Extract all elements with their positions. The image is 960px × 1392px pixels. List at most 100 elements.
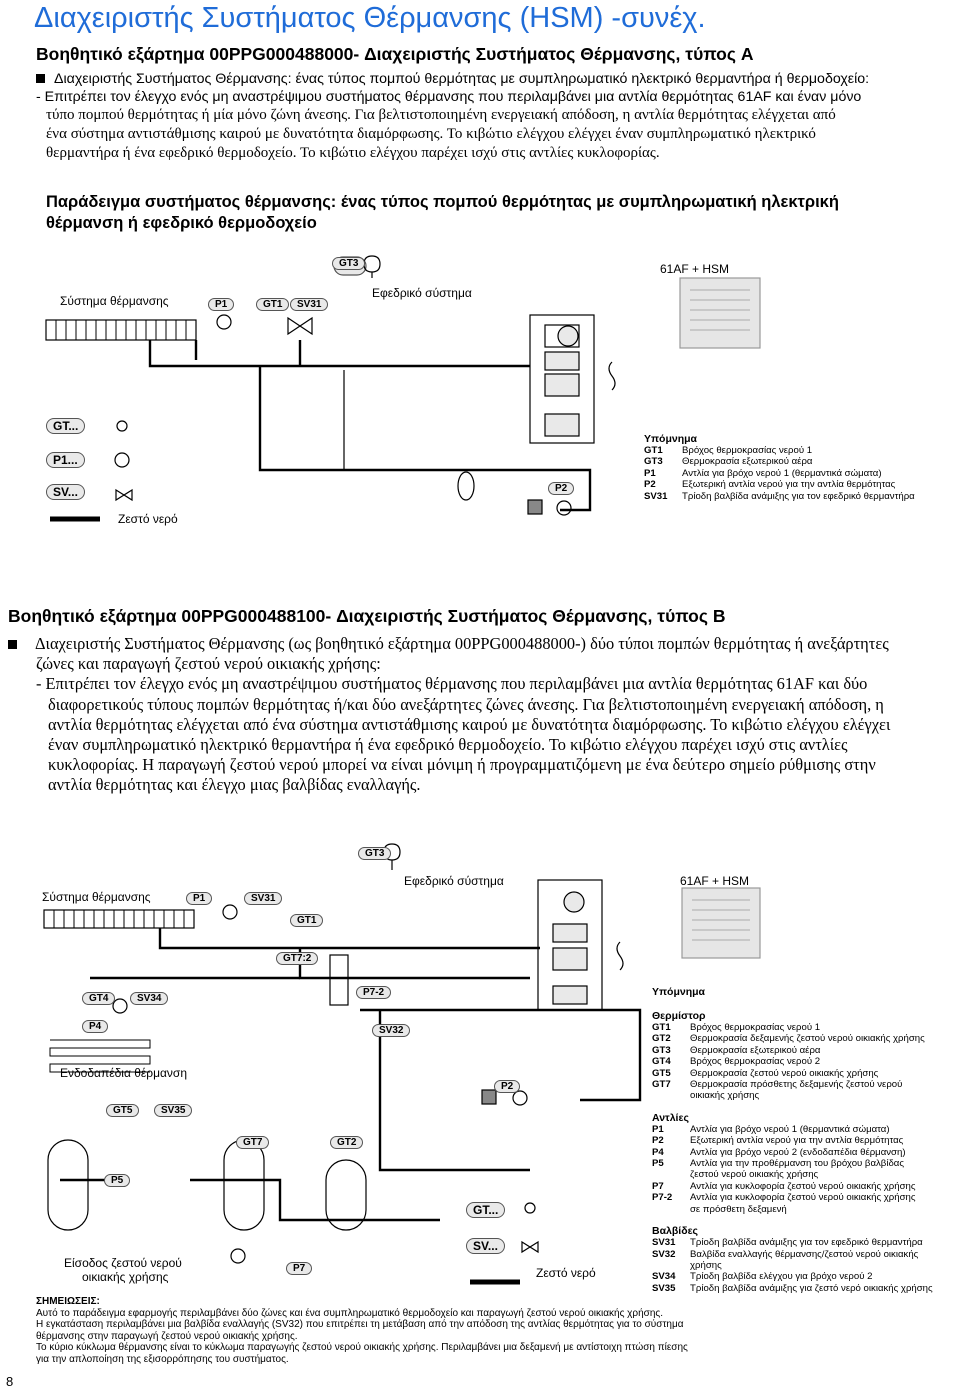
section-a-dash-line2: τύπο πομπού θερμότητας ή μία μόνο ζώνη ά… xyxy=(46,107,836,123)
pump-symbol-icon xyxy=(114,452,130,468)
notes-line: Το κύριο κύκλωμα θέρμανσης είναι το κύκλ… xyxy=(36,1342,688,1354)
supply-pipe xyxy=(148,340,530,368)
pump-p7-icon xyxy=(230,1248,246,1264)
legend-row: οικιακής χρήσης xyxy=(690,1090,760,1102)
label-backup-system: Εφεδρικό σύστημα xyxy=(372,286,472,300)
tag-gt72: GT7:2 xyxy=(276,952,319,965)
notes: ΣΗΜΕΙΩΣΕΙΣ: Αυτό το παράδειγμα εφαρμογής… xyxy=(36,1296,946,1366)
heat-pump-unit-icon xyxy=(681,887,761,959)
valve-sv31-icon xyxy=(287,316,313,336)
section-b-dash-line6: αντλία θερμότητας και έλεγχο μιας βαλβίδ… xyxy=(48,775,421,795)
section-b-bullet-line2: ζώνες και παραγωγή ζεστού νερού οικιακής… xyxy=(36,654,381,674)
tag-sv32: SV32 xyxy=(372,1024,411,1037)
legend-b-thermistor-group: Θερμίστορ xyxy=(652,1010,706,1022)
return-pipe xyxy=(360,1008,642,1102)
tag-p2: P2 xyxy=(494,1080,521,1093)
notes-line: για την απλοποίηση της εξισορρόπησης του… xyxy=(36,1353,289,1365)
sensor-symbol-icon xyxy=(524,1202,536,1214)
symbol-sv: SV... xyxy=(466,1238,505,1254)
legend-row: σε πρόσθετη δεξαμενή xyxy=(690,1203,787,1215)
label-unit: 61AF + HSM xyxy=(660,262,730,276)
dhw-tank-2-icon xyxy=(223,1139,265,1231)
section-b-dash-line4: έναν συμπληρωματικό ηλεκτρικό θερμαντήρα… xyxy=(48,735,848,755)
pump-p1-icon xyxy=(216,314,232,330)
legend-b-title: Υπόμνημα xyxy=(652,986,706,998)
tag-p7: P7 xyxy=(286,1262,313,1275)
pump-p4-icon xyxy=(112,998,128,1014)
filter-icon xyxy=(527,499,543,515)
section-b-dash-line3: αντλία θερμότητας ελέγχεται από ένα σύστ… xyxy=(48,714,891,734)
tag-gt3: GT3 xyxy=(358,847,392,860)
symbol-p: P1... xyxy=(46,452,85,468)
label-backup-system: Εφεδρικό σύστημα xyxy=(404,874,504,888)
label-heating-system: Σύστημα θέρμανσης xyxy=(42,890,151,904)
section-a-dash-line1: - Επιτρέπει τον έλεγχο ενός μη αναστρέψι… xyxy=(36,89,862,105)
bullet-square-icon xyxy=(8,640,17,649)
tag-p2: P2 xyxy=(548,482,575,495)
example-heading-line1: Παράδειγμα συστήματος θέρμανσης: ένας τύ… xyxy=(46,193,839,211)
section-a-text: Διαχειριστής Συστήματος Θέρμανσης: ένας … xyxy=(36,70,954,162)
page-title: Διαχειριστής Συστήματος Θέρμανσης (HSM) … xyxy=(34,2,706,34)
section-a-bullet: Διαχειριστής Συστήματος Θέρμανσης: ένας … xyxy=(54,71,870,87)
pump-p2-icon xyxy=(556,500,572,516)
filter-icon xyxy=(481,1089,497,1105)
notes-line: Αυτό το παράδειγμα εφαρμογής περιλαμβάνε… xyxy=(36,1307,664,1319)
section-b-text: Διαχειριστής Συστήματος Θέρμανσης (ως βο… xyxy=(8,634,953,796)
tag-sv35: SV35 xyxy=(154,1104,193,1117)
tag-sv31: SV31 xyxy=(290,298,329,311)
tag-sv34: SV34 xyxy=(130,992,169,1005)
legend-b-pumps-group: Αντλίες xyxy=(652,1111,689,1124)
legend-row: χρήσης xyxy=(690,1259,722,1271)
buffer-tank-icon xyxy=(329,954,349,1006)
label-floor-heating: Ενδοδαπέδια θέρμανση xyxy=(60,1066,188,1080)
legend-a-title: Υπόμνημα xyxy=(644,433,698,445)
tag-p1: P1 xyxy=(186,892,213,905)
valve-symbol-icon xyxy=(115,488,133,502)
pump-p1-icon xyxy=(222,904,238,920)
legend-b-valves-group: Βαλβίδες xyxy=(652,1225,699,1238)
pump-p2-icon xyxy=(512,1090,528,1106)
diagram-b: GT3 Εφεδρικό σύστημα 61AF + HSM Σύστημα … xyxy=(0,840,960,1294)
tag-p4: P4 xyxy=(82,1020,109,1033)
notes-line: θέρμανσης στην παραγωγή ζεστού νερού οικ… xyxy=(36,1330,298,1342)
backup-boiler-icon xyxy=(537,879,603,1011)
floor-heating-coil-icon xyxy=(49,1039,151,1073)
radiator-icon xyxy=(43,909,195,929)
tag-gt2: GT2 xyxy=(330,1136,364,1149)
backup-boiler-icon xyxy=(529,314,595,444)
label-dhw-inlet-2: οικιακής χρήσης xyxy=(82,1270,169,1284)
label-dhw-inlet-1: Είσοδος ζεστού νερού xyxy=(64,1256,182,1270)
tag-p5: P5 xyxy=(104,1174,131,1187)
tag-gt7: GT7 xyxy=(236,1136,270,1149)
dhw-tank-3-icon xyxy=(325,1159,367,1231)
diagram-a-drawing xyxy=(45,255,761,522)
symbol-gt: GT... xyxy=(466,1202,506,1218)
dhw-tank-1-icon xyxy=(47,1139,89,1231)
section-b-bullet-line1: Διαχειριστής Συστήματος Θέρμανσης (ως βο… xyxy=(35,634,889,653)
flow-icon xyxy=(608,361,616,391)
outdoor-sensor-icon xyxy=(363,255,381,278)
heat-pump-unit-icon xyxy=(679,277,761,349)
section-b-dash-line1: - Επιτρέπει τον έλεγχο ενός μη αναστρέψι… xyxy=(36,674,868,694)
tag-p72: P7-2 xyxy=(356,986,392,999)
tag-gt1: GT1 xyxy=(290,914,324,927)
symbol-sv: SV... xyxy=(46,484,85,500)
label-hot-water: Ζεστό νερό xyxy=(118,512,178,526)
